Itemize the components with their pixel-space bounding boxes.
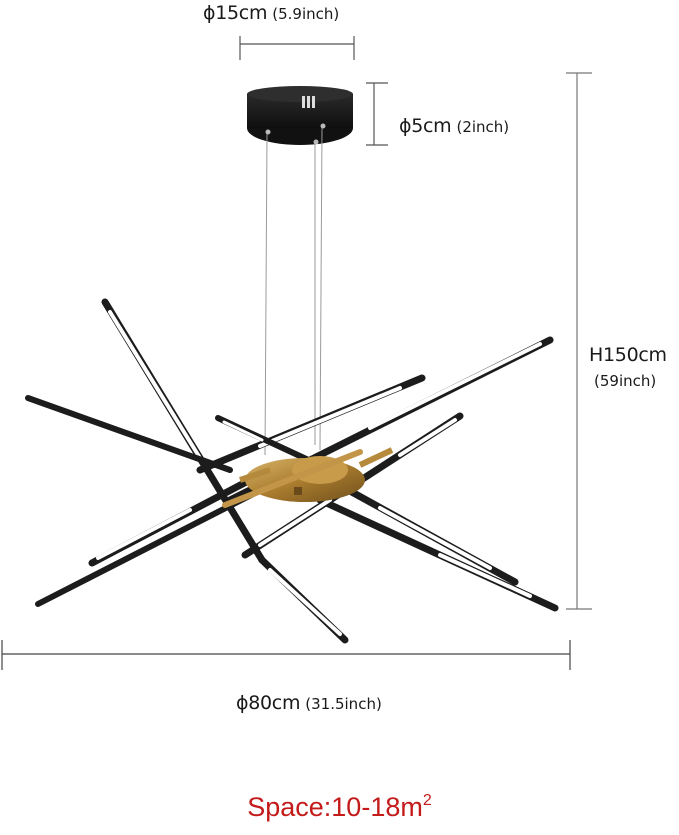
total-height-cm: H150cm: [589, 344, 667, 366]
canopy-height-label: ϕ5cm (2inch): [399, 115, 509, 137]
fixture-diameter-inch: (31.5inch): [305, 695, 382, 713]
fixture-width-dimension-line: [1, 640, 571, 670]
brass-center-hub: [222, 447, 394, 508]
space-coverage-label: Space:10-18m2: [0, 792, 679, 823]
canopy-height-dimension-line: [366, 82, 388, 146]
canopy-height-cm: ϕ5cm: [399, 115, 452, 137]
space-coverage-text: Space:10-18m: [247, 792, 423, 822]
total-height-inch: (59inch): [594, 372, 657, 390]
canopy-diameter-cm: ϕ15cm: [203, 2, 268, 24]
total-height-dimension-line: [566, 72, 592, 610]
canopy-width-dimension-line: [239, 36, 355, 60]
canopy-height-inch: (2inch): [456, 118, 510, 136]
canopy-diameter-label: ϕ15cm (5.9inch): [203, 2, 339, 24]
suspension-cables: [264, 127, 323, 456]
fixture-diameter-cm: ϕ80cm: [236, 692, 301, 714]
total-height-label: H150cm (59inch): [589, 344, 667, 390]
ceiling-canopy: [247, 86, 353, 145]
space-coverage-superscript: 2: [422, 792, 432, 809]
canopy-diameter-inch: (5.9inch): [272, 5, 340, 23]
fixture-diameter-label: ϕ80cm (31.5inch): [236, 692, 382, 714]
